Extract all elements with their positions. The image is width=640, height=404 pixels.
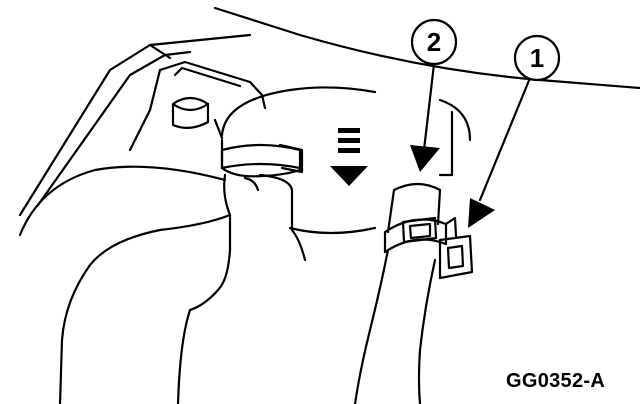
left-hose-clamp <box>220 138 304 178</box>
callout-2-number: 2 <box>427 27 441 57</box>
right-hose-clamp <box>383 216 474 280</box>
leader-line-1 <box>478 76 532 202</box>
leader-arrowhead-1 <box>468 198 495 228</box>
downward-flow-arrow-icon <box>330 128 368 186</box>
figure-code: GG0352-A <box>506 370 606 392</box>
mounting-bracket <box>128 60 267 152</box>
leader-arrowhead-2 <box>410 145 440 172</box>
callout-2: 2 <box>410 18 458 66</box>
callout-1: 1 <box>513 34 561 82</box>
upper-panel <box>18 6 640 217</box>
leader-lines <box>422 62 532 202</box>
reservoir-outlet <box>220 86 472 235</box>
right-hose <box>353 182 442 404</box>
left-hose <box>18 165 307 404</box>
callout-1-number: 1 <box>530 43 544 73</box>
leader-line-2 <box>422 62 436 152</box>
